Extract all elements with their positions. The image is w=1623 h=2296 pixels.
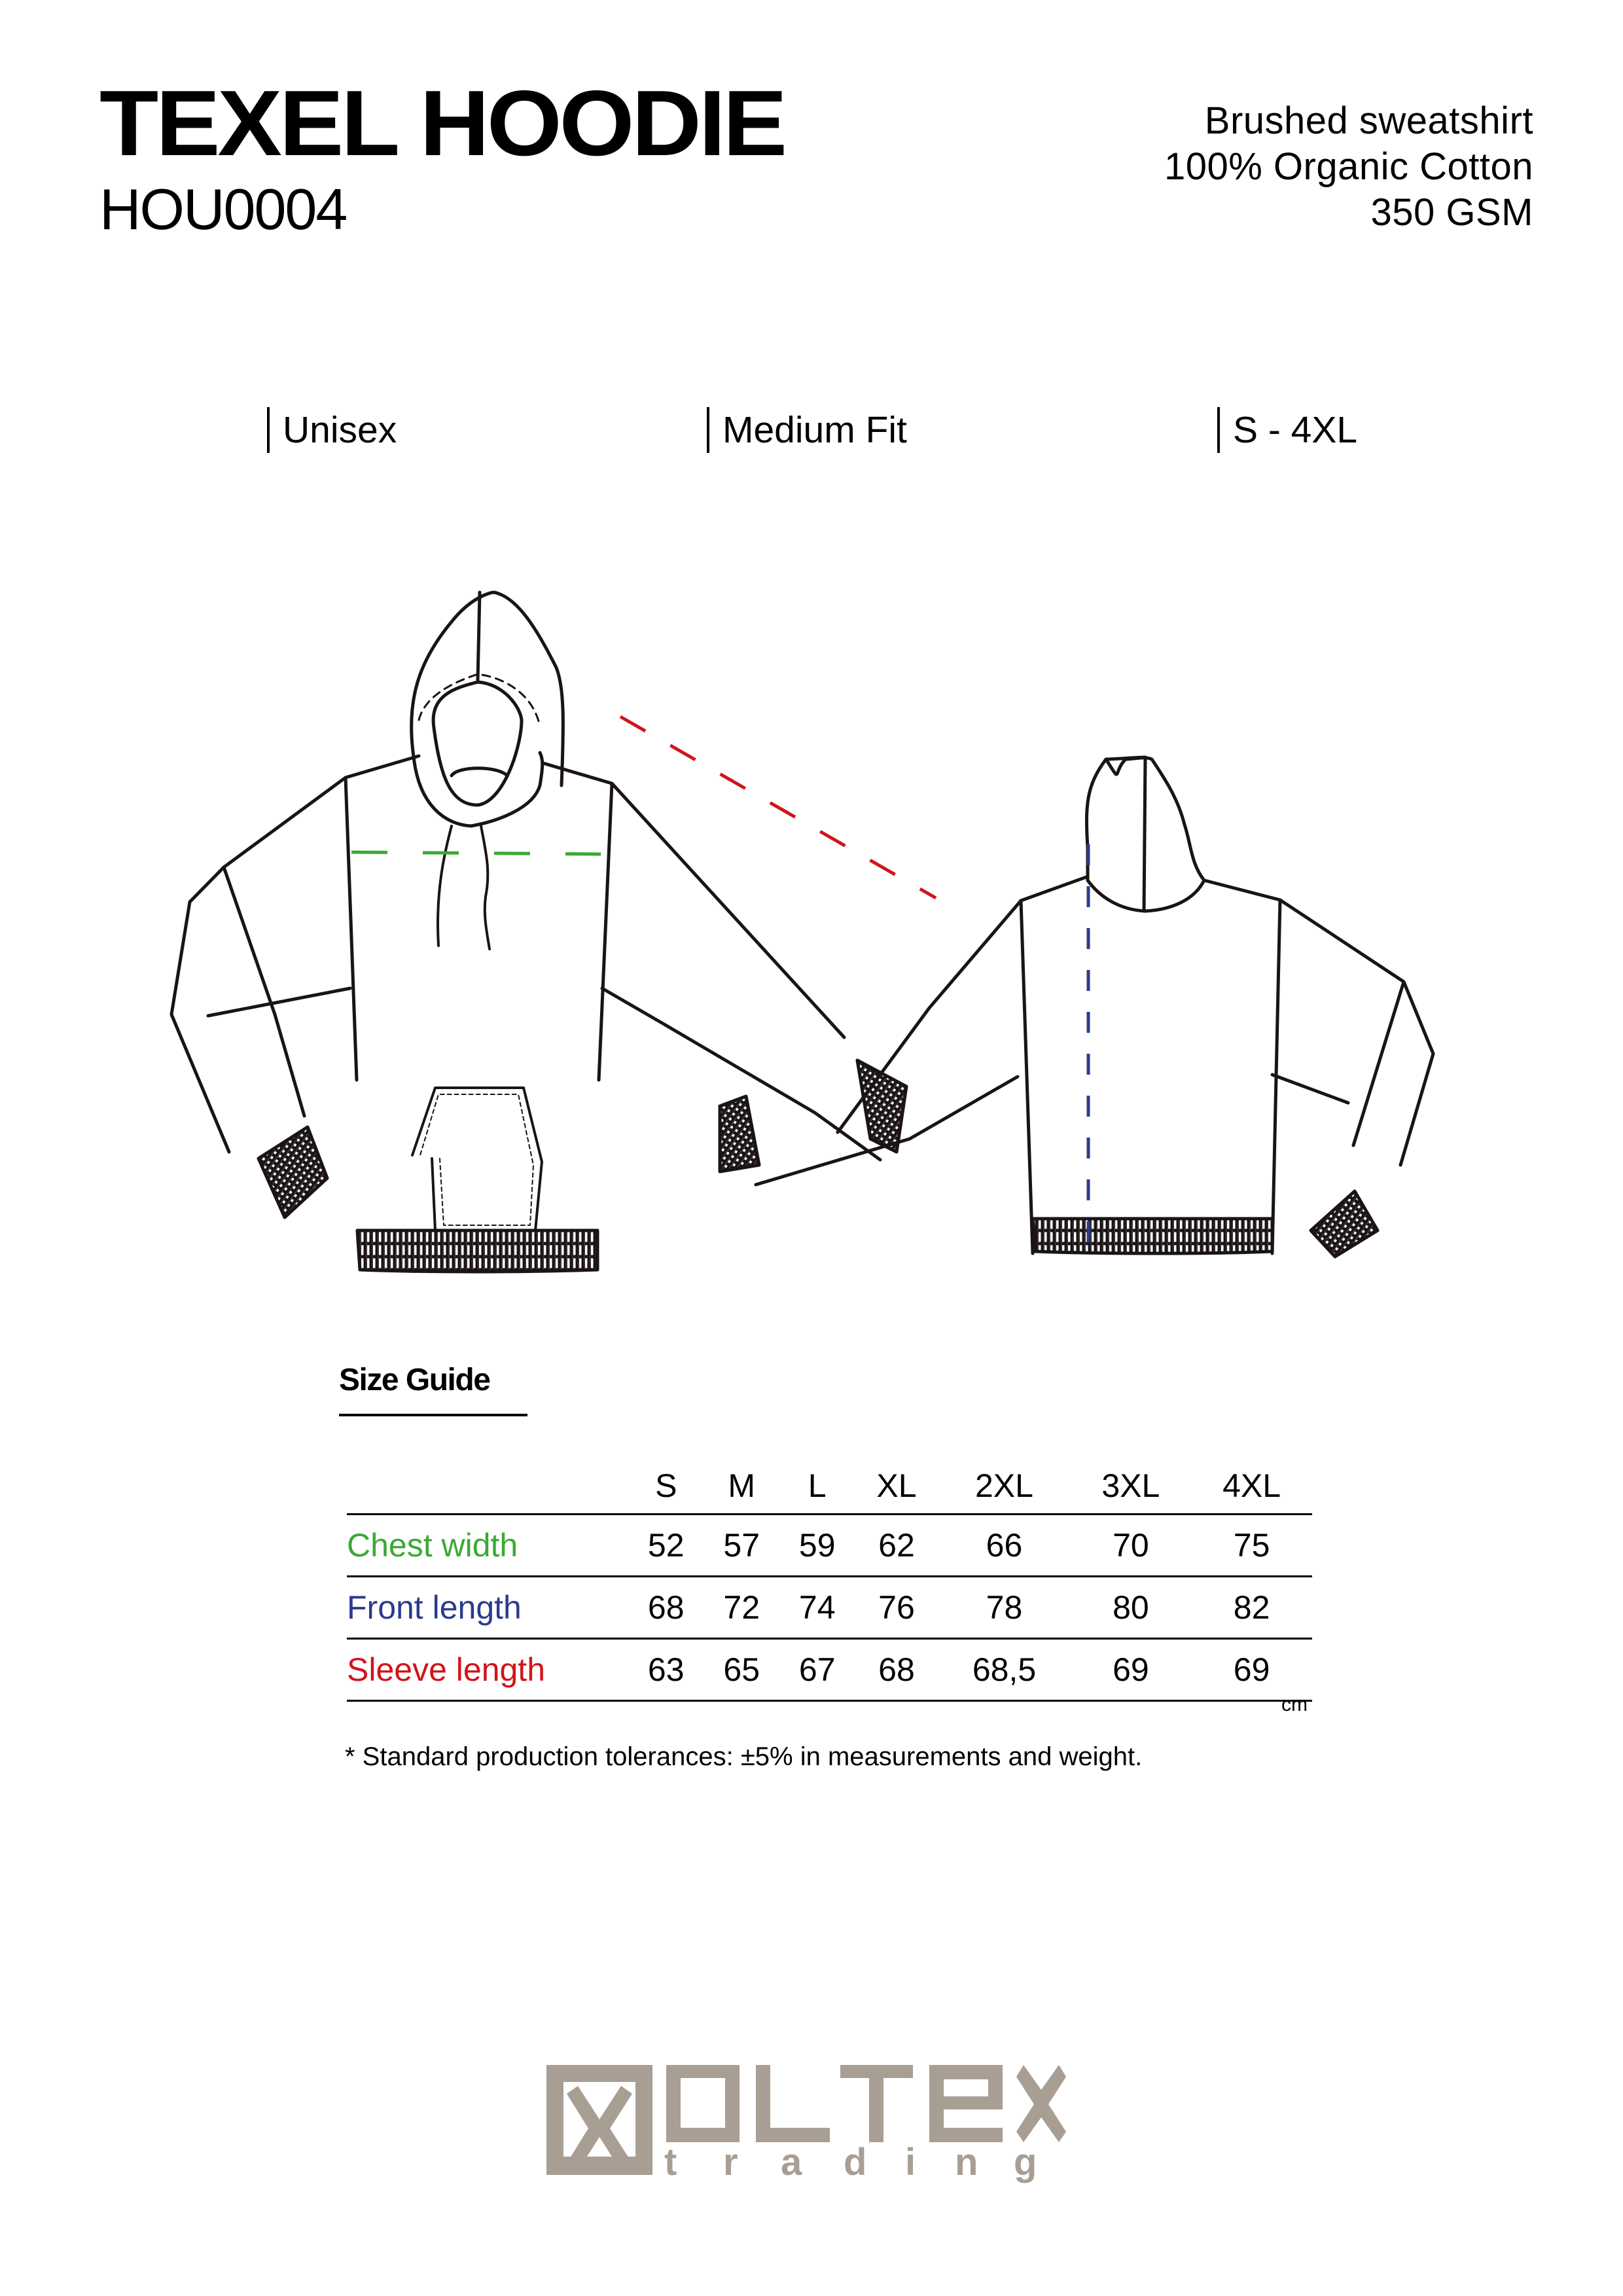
size-4xl: 4XL xyxy=(1222,1467,1281,1504)
svg-text:d: d xyxy=(844,2141,866,2183)
size-guide-title: Size Guide xyxy=(339,1363,491,1397)
hoodie-front-icon xyxy=(169,590,937,1274)
attribute-label: Medium Fit xyxy=(722,408,907,451)
table-row-sleeve-length: Sleeve length 63 65 67 68 68,5 69 69 xyxy=(347,1638,1312,1702)
svg-text:n: n xyxy=(955,2141,978,2183)
divider xyxy=(707,407,709,453)
size-guide-table: S M L XL 2XL 3XL 4XL Chest width 52 57 5… xyxy=(347,1458,1312,1702)
spec-fabric: Brushed sweatshirt xyxy=(1204,99,1533,142)
row-label: Sleeve length xyxy=(347,1638,628,1702)
attribute-label: S - 4XL xyxy=(1233,408,1358,451)
oltex-logo-icon xyxy=(546,2065,1066,2175)
cell: 78 xyxy=(938,1575,1071,1639)
cell: 62 xyxy=(855,1513,938,1577)
size-guide-underline xyxy=(339,1414,527,1416)
svg-text:a: a xyxy=(781,2141,802,2183)
cell: 57 xyxy=(704,1513,779,1577)
attribute-fit: Medium Fit xyxy=(707,407,907,453)
attribute-label: Unisex xyxy=(283,408,397,451)
cell: 75 xyxy=(1191,1513,1312,1577)
row-label: Chest width xyxy=(347,1513,628,1577)
svg-text:g: g xyxy=(1014,2141,1037,2183)
cell: 63 xyxy=(628,1638,704,1702)
size-header-row: S M L XL 2XL 3XL 4XL xyxy=(347,1458,1312,1515)
hoodie-technical-drawing xyxy=(169,590,1435,1274)
cell: 59 xyxy=(779,1513,855,1577)
cell: 52 xyxy=(628,1513,704,1577)
svg-text:i: i xyxy=(905,2141,916,2183)
cell: 68 xyxy=(855,1638,938,1702)
svg-text:r: r xyxy=(723,2141,738,2183)
cell: 76 xyxy=(855,1575,938,1639)
cell: 70 xyxy=(1070,1513,1192,1577)
cell: 67 xyxy=(779,1638,855,1702)
table-row-chest-width: Chest width 52 57 59 62 66 70 75 xyxy=(347,1513,1312,1577)
tolerance-note: * Standard production tolerances: ±5% in… xyxy=(345,1742,1143,1771)
divider xyxy=(1217,407,1220,453)
cell: 65 xyxy=(704,1638,779,1702)
row-label: Front length xyxy=(347,1575,628,1639)
attribute-gender: Unisex xyxy=(267,407,397,453)
cell: 80 xyxy=(1070,1575,1192,1639)
attribute-size-range: S - 4XL xyxy=(1217,407,1357,453)
cell: 69 xyxy=(1070,1638,1192,1702)
spec-weight: 350 GSM xyxy=(1370,191,1533,234)
size-s: S xyxy=(655,1467,677,1504)
cell: 66 xyxy=(938,1513,1071,1577)
brand-sub-t: t xyxy=(664,2141,677,2183)
size-2xl: 2XL xyxy=(975,1467,1033,1504)
size-m: M xyxy=(728,1467,756,1504)
oltex-trading-logo: t r a d i n g xyxy=(546,2065,1066,2183)
cell: 82 xyxy=(1191,1575,1312,1639)
cell: 72 xyxy=(704,1575,779,1639)
size-3xl: 3XL xyxy=(1101,1467,1160,1504)
unit-label: cm xyxy=(1281,1694,1308,1715)
product-code: HOU0004 xyxy=(99,177,348,242)
product-specs: Brushed sweatshirt 100% Organic Cotton 3… xyxy=(1164,98,1533,236)
header-blank xyxy=(347,1458,628,1515)
product-title: TEXEL HOODIE xyxy=(99,71,787,175)
cell: 74 xyxy=(779,1575,855,1639)
size-l: L xyxy=(808,1467,827,1504)
divider xyxy=(267,407,270,453)
table-row-front-length: Front length 68 72 74 76 78 80 82 xyxy=(347,1575,1312,1639)
cell: 68 xyxy=(628,1575,704,1639)
hoodie-back-icon xyxy=(718,755,1435,1259)
size-xl: XL xyxy=(876,1467,917,1504)
spec-material: 100% Organic Cotton xyxy=(1164,145,1533,188)
cell: 69 xyxy=(1191,1638,1312,1702)
cell: 68,5 xyxy=(938,1638,1071,1702)
